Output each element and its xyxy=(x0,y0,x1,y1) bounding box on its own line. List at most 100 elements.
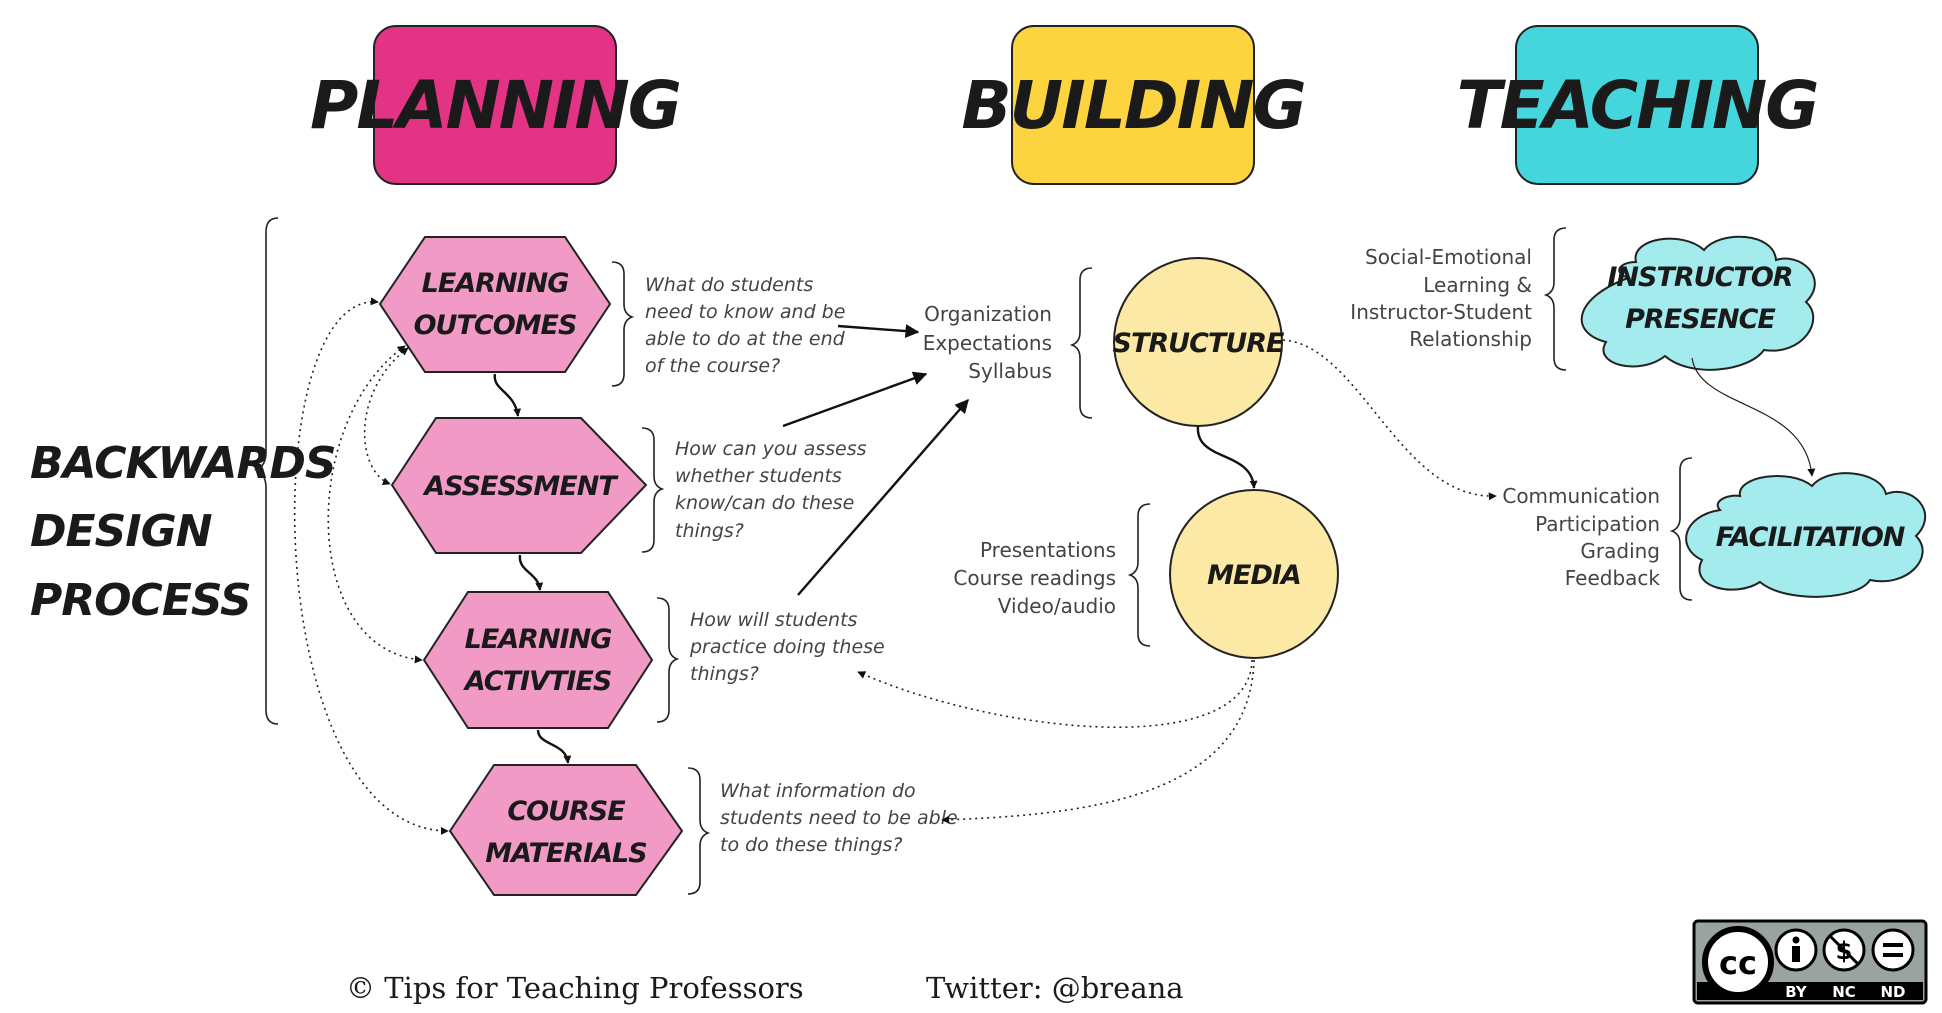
structure-to-facilitation-arrow xyxy=(1282,339,1497,501)
facilitation-items: Communication Participation Grading Feed… xyxy=(1502,484,1660,590)
assessment-question-line-2: whether students xyxy=(675,465,842,487)
structure-item-3: Syllabus xyxy=(968,359,1052,383)
facilitation-brace xyxy=(1669,457,1693,601)
materials-question-brace xyxy=(687,767,711,895)
learning-outcomes-line-2: OUTCOMES xyxy=(414,310,577,341)
facilitation-item-2: Participation xyxy=(1535,512,1660,536)
nd-noderivatives-icon xyxy=(1871,928,1915,972)
presence-item-2: Learning & xyxy=(1423,273,1532,297)
media-brace xyxy=(1127,503,1151,647)
course-materials-hexagon: COURSE MATERIALS xyxy=(448,764,684,896)
side-label-line-3: PROCESS xyxy=(30,575,251,626)
activities-question-line-3: things? xyxy=(690,663,759,685)
activities-to-materials-arrow xyxy=(536,729,572,764)
learning-outcomes-hexagon: LEARNING OUTCOMES xyxy=(378,236,612,373)
side-label: BACKWARDS DESIGN PROCESS xyxy=(30,438,337,626)
assessment-hexagon: ASSESSMENT xyxy=(390,417,648,554)
assessment-to-activities-arrow xyxy=(518,554,544,591)
assessment-question-line-3: know/can do these xyxy=(675,492,854,514)
by-attribution-icon xyxy=(1774,928,1818,972)
presence-item-4: Relationship xyxy=(1409,327,1532,351)
activities-to-structure-arrow xyxy=(797,398,969,596)
facilitation-item-4: Feedback xyxy=(1565,566,1661,590)
media-item-2: Course readings xyxy=(953,566,1116,590)
media-circle: MEDIA xyxy=(1169,489,1339,659)
activities-question-line-2: practice doing these xyxy=(689,636,885,658)
building-header-label: BUILDING xyxy=(961,67,1304,144)
outcomes-materials-loop xyxy=(293,297,449,835)
presence-item-1: Social-Emotional xyxy=(1365,245,1532,269)
facilitation-label: FACILITATION xyxy=(1716,522,1906,553)
teaching-header: TEACHING xyxy=(1457,25,1819,185)
media-item-1: Presentations xyxy=(980,538,1116,562)
structure-item-2: Expectations xyxy=(923,331,1052,355)
outcomes-assessment-loop xyxy=(363,347,409,486)
learning-activities-line-2: ACTIVTIES xyxy=(463,666,612,697)
facilitation-item-3: Grading xyxy=(1580,539,1660,563)
structure-to-media-arrow xyxy=(1196,425,1258,489)
facilitation-cloud: FACILITATION xyxy=(1685,472,1927,598)
presence-items: Social-Emotional Learning & Instructor-S… xyxy=(1350,245,1532,351)
materials-question: What information do students need to be … xyxy=(720,780,958,856)
planning-header-label: PLANNING xyxy=(310,67,680,144)
outcomes-question-line-2: need to know and be xyxy=(645,301,845,323)
structure-item-1: Organization xyxy=(924,302,1052,326)
presence-to-facilitation-arrow xyxy=(1691,357,1816,477)
backwards-design-brace xyxy=(253,217,279,725)
learning-activities-line-1: LEARNING xyxy=(465,624,612,655)
activities-question-line-1: How will students xyxy=(690,609,858,631)
structure-circle: STRUCTURE xyxy=(1113,257,1286,427)
cc-icon: cc xyxy=(1702,926,1774,998)
nc-noncommercial-icon: $ xyxy=(1822,928,1866,972)
side-label-line-2: DESIGN xyxy=(30,506,212,557)
cc-license-badge[interactable]: cc $ BY NC ND xyxy=(1692,919,1928,1005)
cc-nc-label: NC xyxy=(1832,983,1856,1001)
teaching-header-label: TEACHING xyxy=(1457,67,1818,144)
outcomes-to-structure-arrow xyxy=(837,324,920,339)
structure-label: STRUCTURE xyxy=(1113,328,1286,359)
building-header: BUILDING xyxy=(961,25,1307,185)
media-items: Presentations Course readings Video/audi… xyxy=(953,538,1116,618)
course-materials-line-1: COURSE xyxy=(507,796,626,827)
course-materials-line-2: MATERIALS xyxy=(485,838,646,869)
learning-outcomes-line-1: LEARNING xyxy=(422,268,569,299)
presence-brace xyxy=(1543,227,1567,371)
facilitation-item-1: Communication xyxy=(1502,484,1660,508)
outcomes-question-line-3: able to do at the end xyxy=(645,328,846,350)
cc-icon-text: cc xyxy=(1719,944,1757,982)
materials-question-line-1: What information do xyxy=(720,780,916,802)
outcomes-to-assessment-arrow xyxy=(493,373,522,417)
instructor-presence-cloud: INSTRUCTOR PRESENCE xyxy=(1580,235,1816,371)
structure-items: Organization Expectations Syllabus xyxy=(923,302,1052,383)
cc-by-label: BY xyxy=(1785,983,1808,1001)
twitter-text: Twitter: @breana xyxy=(926,971,1184,1005)
assessment-to-structure-arrow xyxy=(782,371,928,428)
activities-question-brace xyxy=(656,597,680,723)
outcomes-question-brace xyxy=(611,261,635,387)
materials-question-line-2: students need to be able xyxy=(720,807,958,829)
assessment-label: ASSESSMENT xyxy=(422,471,619,502)
outcomes-question-line-4: of the course? xyxy=(645,355,780,377)
planning-header: PLANNING xyxy=(310,25,682,185)
structure-brace xyxy=(1069,267,1093,419)
assessment-question: How can you assess whether students know… xyxy=(675,438,867,542)
activities-question: How will students practice doing these t… xyxy=(689,609,885,685)
copyright-text: © Tips for Teaching Professors xyxy=(346,971,804,1005)
outcomes-question: What do students need to know and be abl… xyxy=(645,274,846,377)
side-label-line-1: BACKWARDS xyxy=(30,438,336,489)
presence-item-3: Instructor-Student xyxy=(1350,300,1532,324)
assessment-question-line-4: things? xyxy=(675,520,744,542)
outcomes-question-line-1: What do students xyxy=(645,274,813,296)
learning-activities-hexagon: LEARNING ACTIVTIES xyxy=(422,591,654,729)
media-to-materials-arrow xyxy=(941,659,1255,824)
instructor-presence-line-1: INSTRUCTOR xyxy=(1607,262,1792,293)
media-label: MEDIA xyxy=(1207,560,1301,591)
media-item-3: Video/audio xyxy=(998,594,1116,618)
assessment-question-line-1: How can you assess xyxy=(675,438,867,460)
instructor-presence-line-2: PRESENCE xyxy=(1625,304,1776,335)
media-to-activities-arrow xyxy=(857,659,1253,729)
materials-question-line-3: to do these things? xyxy=(720,834,903,856)
assessment-question-brace xyxy=(641,427,665,553)
cc-nd-label: ND xyxy=(1880,983,1905,1001)
